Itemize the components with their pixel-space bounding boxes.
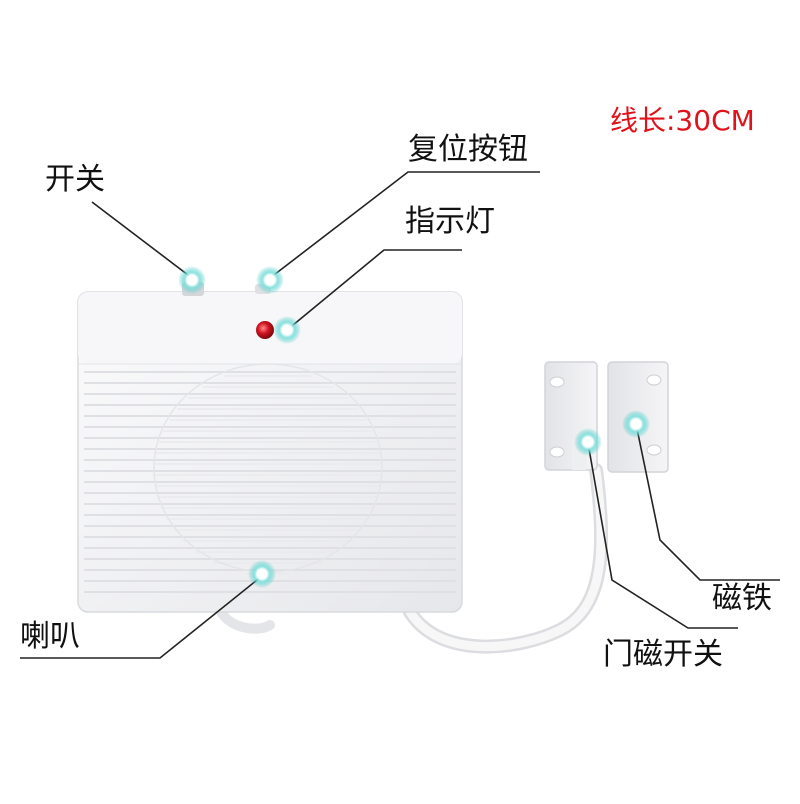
- callout-line-speaker: [20, 575, 263, 659]
- indicator-led: [256, 321, 274, 339]
- label-magnet: 磁铁: [712, 581, 772, 616]
- callout-line-door-switch: [587, 442, 738, 629]
- label-indicator-light: 指示灯: [405, 204, 495, 239]
- callout-line-indicator: [286, 249, 462, 331]
- cable: [215, 463, 609, 654]
- label-reset-button: 复位按钮: [408, 132, 528, 167]
- marker-reset: [256, 266, 284, 294]
- callout-line-switch: [91, 201, 193, 279]
- marker-speaker: [248, 560, 276, 588]
- marker-indicator: [273, 316, 301, 344]
- marker-door-switch: [574, 428, 602, 456]
- speaker-grille: [84, 371, 456, 593]
- alarm-body: [77, 282, 463, 613]
- callout-line-reset: [269, 171, 540, 279]
- callout-markers: [178, 266, 650, 588]
- label-switch: 开关: [45, 162, 105, 197]
- marker-switch: [178, 266, 206, 294]
- label-door-sensor-switch: 门磁开关: [603, 637, 723, 672]
- door-sensor: [544, 361, 669, 473]
- marker-magnet: [622, 410, 650, 438]
- label-speaker: 喇叭: [20, 619, 80, 654]
- label-cable-length: 线长:30CM: [610, 104, 755, 137]
- callout-lines: [20, 171, 780, 659]
- callout-line-magnet: [635, 423, 780, 581]
